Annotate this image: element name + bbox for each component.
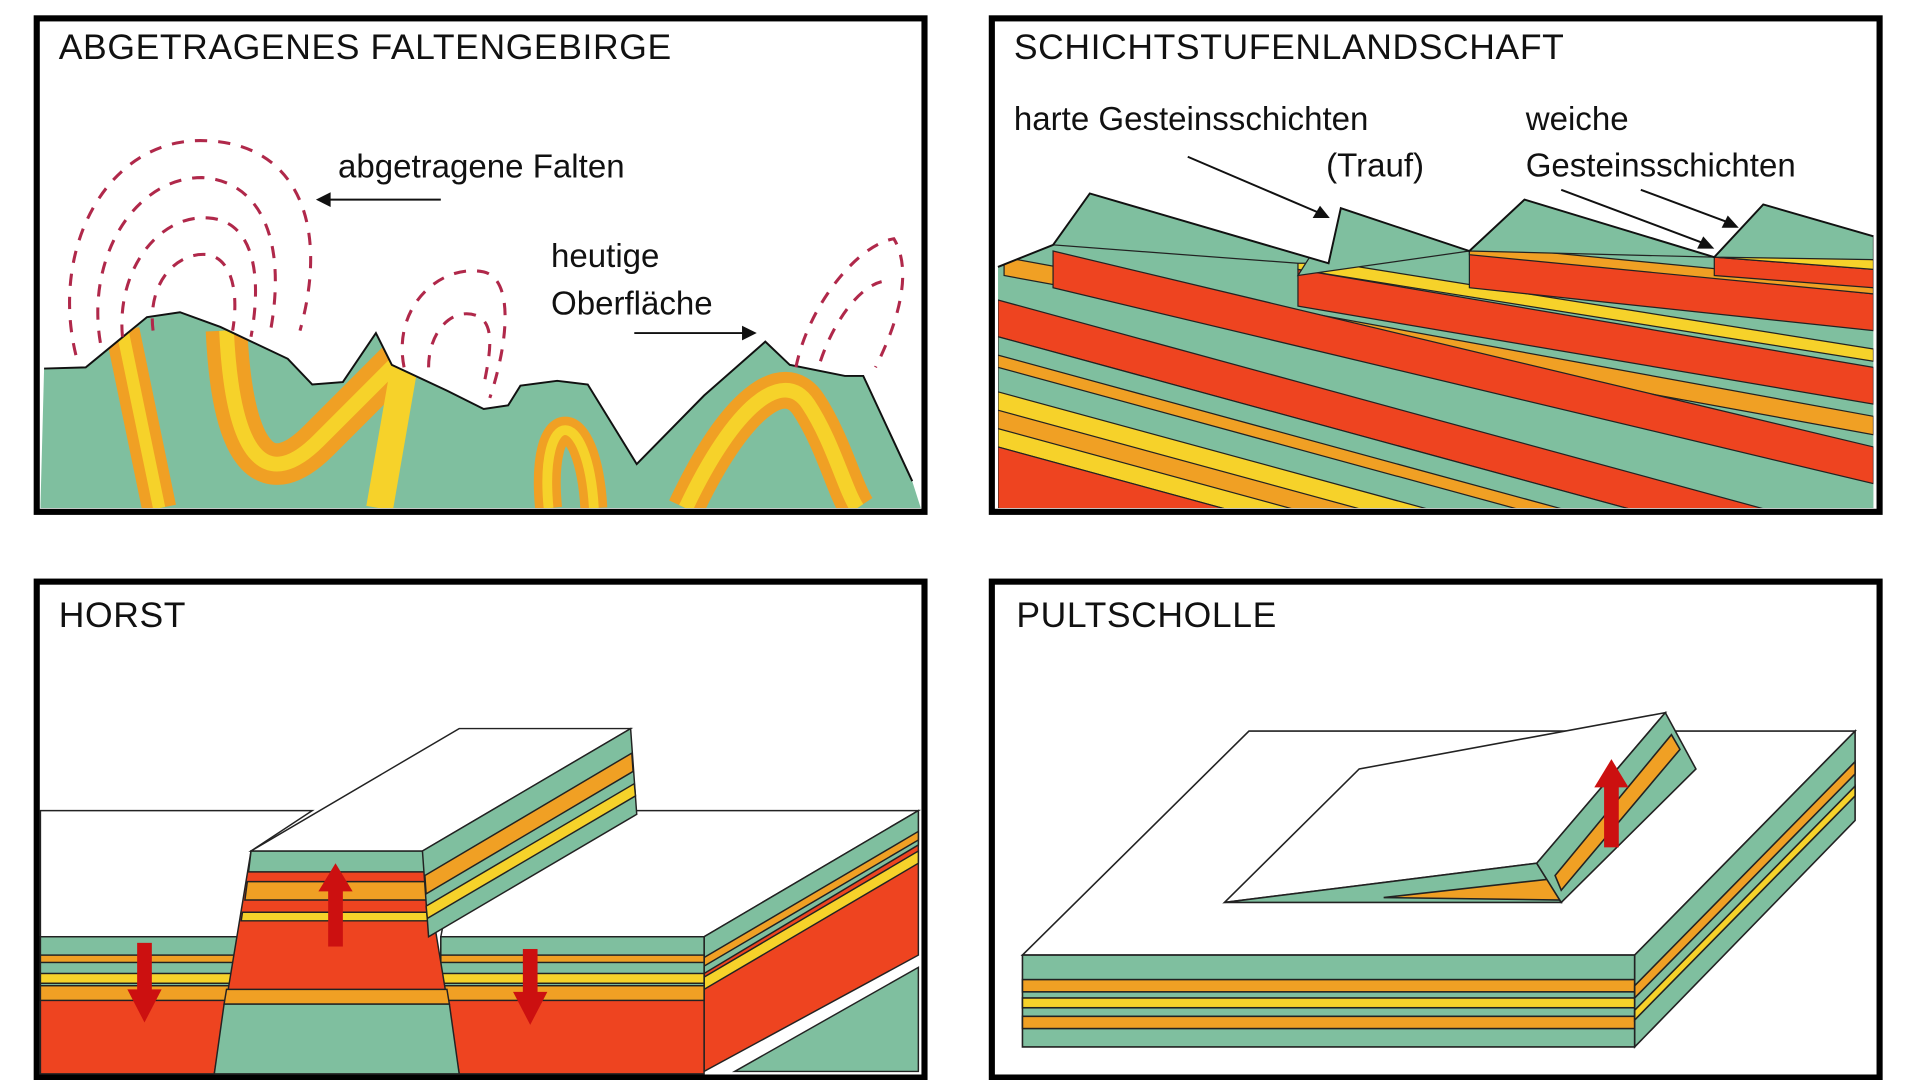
fault-arrow bbox=[1594, 759, 1629, 848]
label-hard-rock: harte Gesteinsschichten bbox=[1014, 101, 1369, 138]
eroded-folds-dashed bbox=[68, 139, 905, 399]
panel-title: ABGETRAGENES FALTENGEBIRGE bbox=[59, 27, 672, 67]
label-eroded-folds: abgetragene Falten bbox=[338, 149, 625, 186]
panel-tilted-block: PULTSCHOLLE bbox=[988, 578, 1883, 1080]
label-surface: Oberfläche bbox=[551, 286, 713, 323]
panel-horst: HORST bbox=[33, 578, 928, 1080]
label-trauf: (Trauf) bbox=[1326, 147, 1424, 184]
panel-title: SCHICHTSTUFENLANDSCHAFT bbox=[1014, 27, 1565, 67]
surface-line bbox=[44, 311, 914, 482]
label-soft-rock: Gesteinsschichten bbox=[1526, 147, 1796, 184]
label-soft: weiche bbox=[1525, 101, 1629, 138]
label-today: heutige bbox=[551, 238, 659, 275]
panel-title: HORST bbox=[59, 595, 186, 635]
panel-cuesta-landscape: SCHICHTSTUFENLANDSCHAFT harte Gesteinssc… bbox=[988, 15, 1883, 515]
fault-arrows bbox=[127, 863, 548, 1025]
panel-folded-mountains: ABGETRAGENES FALTENGEBIRGE abgetragene F… bbox=[33, 15, 928, 515]
panel-title: PULTSCHOLLE bbox=[1016, 595, 1277, 635]
